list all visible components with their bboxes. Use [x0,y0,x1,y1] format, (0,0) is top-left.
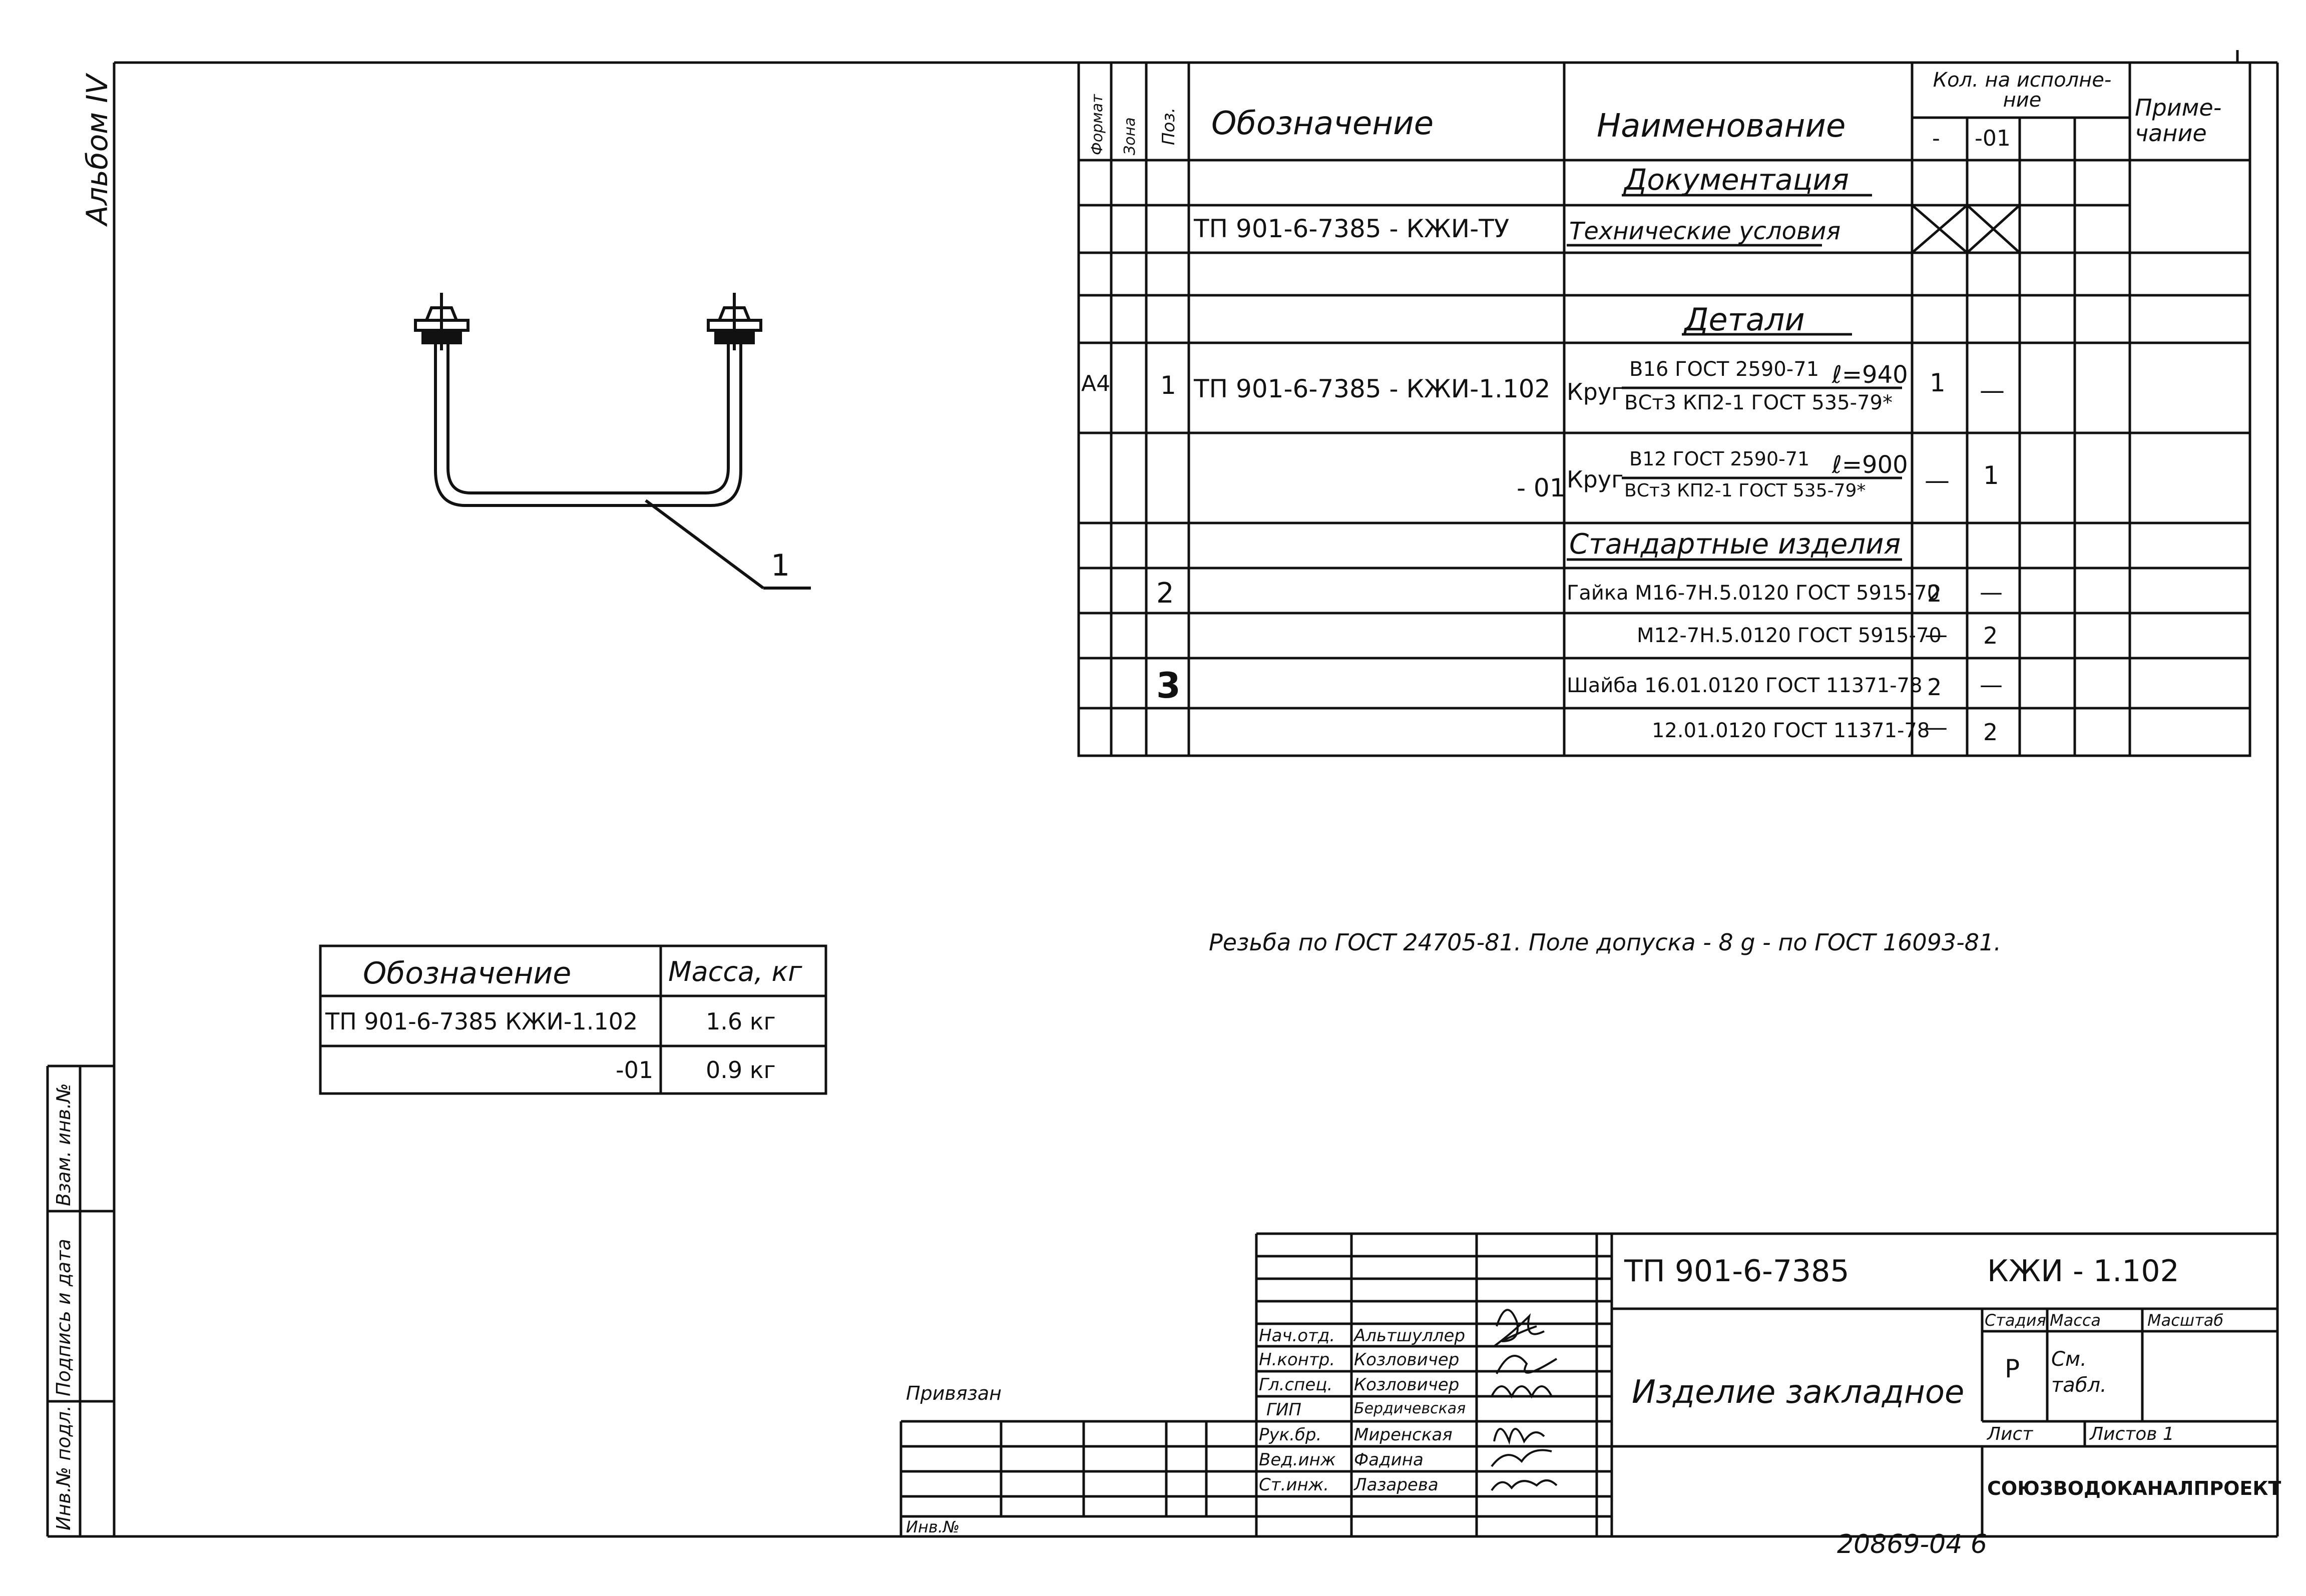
s4-q2: 2 [1983,719,1998,746]
d1-num: В16 ГОСТ 2590-71 [1629,358,1819,381]
d2-designation: - 01 [1517,473,1566,502]
tb-name-0: Альтшуллер [1354,1326,1466,1346]
section-standard: Стандартные изделия [1569,528,1901,561]
d1-den: ВСт3 КП2-1 ГОСТ 535-79* [1624,391,1893,414]
section-details: Детали [1684,301,1805,338]
tb-role-6: Ст.инж. [1259,1475,1329,1495]
d1-q1: 1 [1930,368,1946,397]
tb-name-2: Козловичер [1354,1375,1460,1395]
tb-sheet-code: КЖИ - 1.102 [1987,1254,2179,1289]
mass-r1-mass: 1.6 кг [706,1008,776,1035]
s2-name: М12-7Н.5.0120 ГОСТ 5915-70 [1637,624,1942,647]
mass-r1-designation: ТП 901-6-7385 КЖИ-1.102 [325,1008,638,1035]
tb-sheets-label: Листов 1 [2090,1424,2174,1444]
d1-len: ℓ=940 [1832,361,1908,389]
thread-note: Резьба по ГОСТ 24705-81. Поле допуска - … [1209,929,2001,956]
d2-den: ВСт3 КП2-1 ГОСТ 535-79* [1624,480,1866,501]
signature-2 [1496,1355,1558,1374]
s1-pos: 2 [1156,577,1174,610]
tb-stage: Р [2005,1354,2020,1383]
tb-stage-label: Стадия [1985,1311,2046,1330]
d1-q2: — [1980,376,2005,405]
signature-0 [1496,1309,1537,1342]
tb-org: СОЮЗВОДОКАНАЛПРОЕКТ [1987,1477,2281,1499]
tb-role-5: Вед.инж [1259,1450,1336,1470]
s2-q2: 2 [1983,622,1998,649]
tb-role-0: Нач.отд. [1259,1326,1335,1346]
mass-r2-designation: -01 [616,1056,654,1084]
tb-role-3: ГИП [1266,1400,1301,1420]
mass-table-grid [319,944,827,1095]
leader-label: 1 [771,548,790,583]
tu-name: Технические условия [1569,217,1841,245]
d1-format: А4 [1081,371,1111,396]
tb-inv-no: Инв.№ [906,1517,960,1536]
tb-role-1: Н.контр. [1259,1350,1335,1370]
mass-r2-mass: 0.9 кг [706,1056,776,1084]
d1-pos: 1 [1160,371,1176,400]
tb-role-2: Гл.спец. [1259,1375,1333,1395]
signature-4 [1493,1428,1545,1445]
s3-q1: 2 [1927,674,1942,701]
mass-col-mass: Масса, кг [668,956,802,987]
signature-6 [1491,1479,1558,1491]
s3-pos: 3 [1156,665,1181,706]
signature-1 [1493,1313,1545,1347]
d2-len: ℓ=900 [1832,451,1908,479]
anchor-bar-drawing [414,293,811,590]
signature-5 [1491,1449,1552,1467]
d1-prefix: Круг [1567,378,1624,405]
s1-q1: 2 [1927,580,1942,607]
qty-col-2: -01 [1975,126,2011,151]
d1-designation: ТП 901-6-7385 - КЖИ-1.102 [1194,374,1551,403]
mass-col-designation: Обозначение [363,956,572,991]
section-documentation: Документация [1624,163,1849,197]
tb-scale-label: Масштаб [2147,1311,2224,1330]
col-qty: Кол. на исполне-ние [1933,69,2112,112]
tb-code: ТП 901-6-7385 [1624,1254,1850,1289]
col-designation: Обозначение [1211,105,1434,142]
tb-name-4: Миренская [1354,1425,1453,1445]
qty-col-1: - [1932,126,1940,151]
col-note: Приме-чание [2135,94,2222,147]
tb-name-1: Козловичер [1354,1350,1460,1370]
s3-name: Шайба 16.01.0120 ГОСТ 11371-78 [1567,674,1923,697]
title-block-grid [899,1232,2277,1536]
tb-mass-value: См. табл. [2051,1348,2107,1397]
s1-name: Гайка М16-7Н.5.0120 ГОСТ 5915-70 [1567,582,1940,605]
d2-q2: 1 [1983,461,1999,490]
tb-mass-label: Масса [2050,1311,2101,1330]
tb-title: Изделие закладное [1632,1374,1965,1411]
tb-bound: Привязан [906,1382,1002,1404]
tb-name-3: Бердичевская [1354,1400,1466,1417]
tu-designation: ТП 901-6-7385 - КЖИ-ТУ [1194,214,1510,243]
s4-name: 12.01.0120 ГОСТ 11371-78 [1652,719,1930,742]
col-name: Наименование [1597,108,1846,145]
footer-number: 20869-04 6 [1837,1529,1987,1559]
d2-prefix: Круг [1567,466,1624,493]
s3-q2: — [1980,671,2003,698]
tb-name-5: Фадина [1354,1450,1424,1470]
d2-num: В12 ГОСТ 2590-71 [1629,448,1810,470]
tb-sheet-label: Лист [1987,1424,2033,1444]
s4-q1: — [1925,714,1948,741]
spec-table-grid [1077,61,2251,757]
s2-q1: — [1925,621,1948,648]
tb-name-6: Лазарева [1354,1475,1439,1495]
s1-q2: — [1980,579,2003,606]
tb-role-4: Рук.бр. [1259,1425,1322,1445]
d2-q1: — [1925,466,1950,495]
signature-3 [1491,1385,1553,1399]
